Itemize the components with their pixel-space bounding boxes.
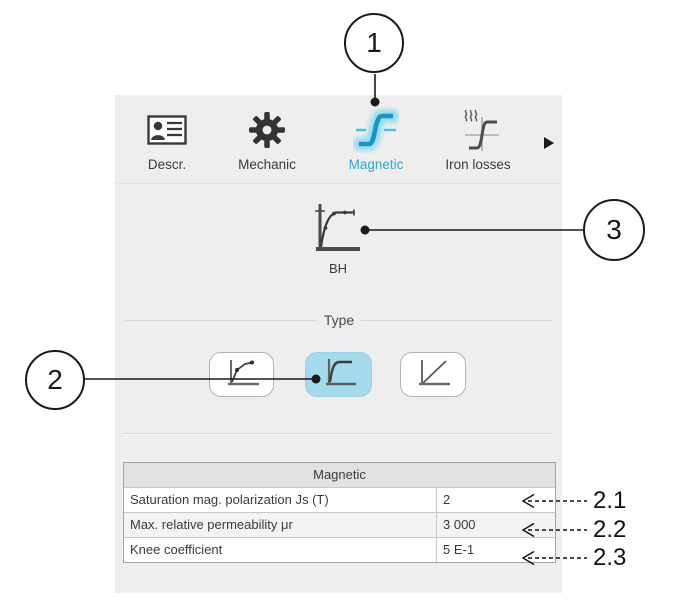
saturation-curve-icon <box>318 355 360 394</box>
type-rule-left <box>125 319 317 321</box>
table-row-knee: Knee coefficient 5 E-1 <box>124 537 555 562</box>
tabbar-divider <box>115 183 562 184</box>
table-row-js: Saturation mag. polarization Js (T) 2 <box>124 487 555 512</box>
type-button-spline-points[interactable] <box>209 352 274 397</box>
type-rule-right <box>361 319 554 321</box>
tab-label: Iron losses <box>445 157 511 172</box>
linear-curve-icon <box>412 355 454 394</box>
param-value-field[interactable]: 5 E-1 <box>436 538 555 562</box>
type-button-linear[interactable] <box>400 352 466 397</box>
callout-circle-3: 3 <box>583 199 645 261</box>
magnetic-bh-curve-icon <box>353 104 399 156</box>
type-section-title: Type <box>323 312 355 328</box>
tab-overflow-arrow-icon[interactable] <box>544 137 554 149</box>
section-divider <box>123 433 553 435</box>
curve-with-points-icon <box>221 355 263 394</box>
callout-circle-2: 2 <box>25 350 85 410</box>
ref-label-2-1: 2.1 <box>593 487 627 514</box>
tab-iron-losses[interactable]: Iron losses <box>431 104 525 180</box>
callout-circle-1: 1 <box>344 13 404 73</box>
ref-label-2-2: 2.2 <box>593 516 627 543</box>
table-row-mur: Max. relative permeability μr 3 000 <box>124 512 555 537</box>
param-label: Saturation mag. polarization Js (T) <box>130 492 329 507</box>
magnetic-parameters-table: Magnetic Saturation mag. polarization Js… <box>123 462 556 563</box>
callout-number: 2 <box>47 364 63 395</box>
bh-saturation-curve-icon <box>312 200 364 259</box>
tab-description[interactable]: Descr. <box>128 104 206 180</box>
table-header: Magnetic <box>124 463 555 487</box>
callout-number: 1 <box>366 27 382 58</box>
param-label: Knee coefficient <box>130 542 223 557</box>
tab-mechanic[interactable]: Mechanic <box>226 104 308 180</box>
tab-label: Mechanic <box>238 157 296 172</box>
bh-curve-button[interactable]: BH <box>310 200 366 278</box>
param-value-field[interactable]: 3 000 <box>436 513 555 537</box>
param-value-field[interactable]: 2 <box>436 488 555 512</box>
id-card-icon <box>147 104 187 156</box>
iron-losses-icon <box>456 104 500 156</box>
param-label: Max. relative permeability μr <box>130 517 293 532</box>
ref-label-2-3: 2.3 <box>593 544 627 571</box>
type-button-analytic-saturation[interactable] <box>305 352 372 397</box>
tab-label: Descr. <box>147 157 187 172</box>
callout-number: 3 <box>606 214 622 245</box>
tab-label: Magnetic <box>348 157 404 172</box>
gear-icon <box>248 104 286 156</box>
type-section-header: Type <box>125 312 554 328</box>
bh-button-label: BH <box>328 261 348 276</box>
tab-magnetic[interactable]: Magnetic <box>337 104 415 180</box>
